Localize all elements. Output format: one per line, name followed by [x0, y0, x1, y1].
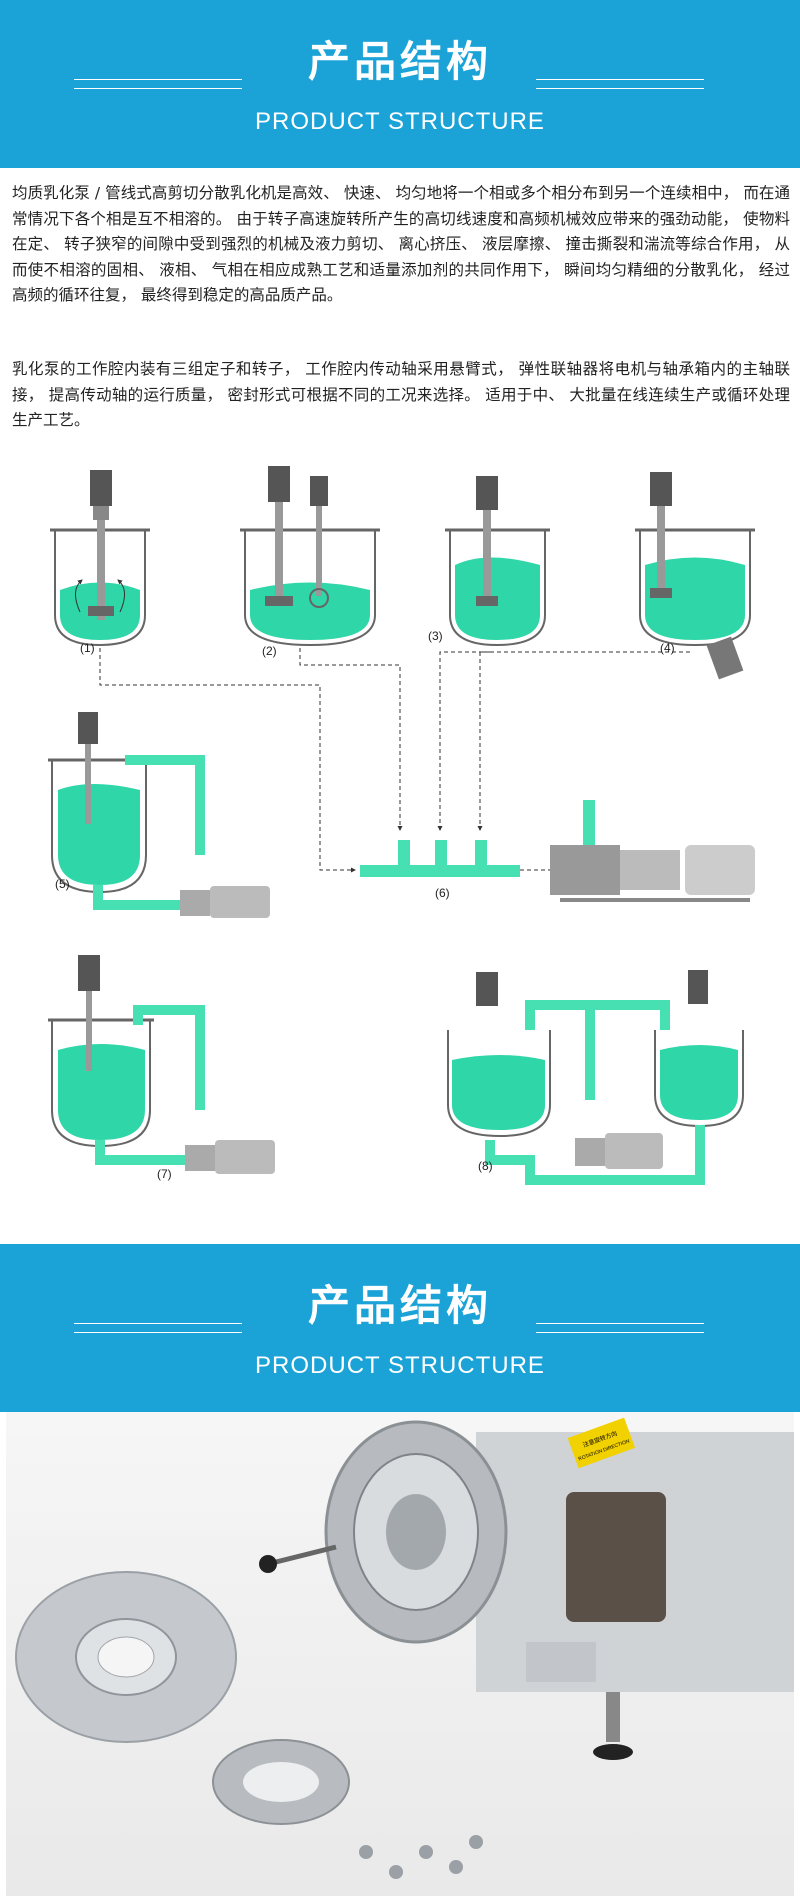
dashed-feed-lines — [99, 648, 690, 873]
banner2-rule-right-1 — [536, 1323, 704, 1324]
label-7: (7) — [157, 1167, 172, 1181]
structure-paragraph: 乳化泵的工作腔内装有三组定子和转子， 工作腔内传动轴采用悬臂式， 弹性联轴器将电… — [12, 360, 790, 429]
label-5: (5) — [55, 877, 70, 891]
banner-rule-left-1 — [74, 79, 242, 80]
banner-title-cn-2: 产品结构 — [307, 1281, 492, 1330]
product-illustration: 注意旋转方向 ROTATION DIRECTION — [15, 1417, 794, 1879]
banner-rule-right-2 — [536, 88, 704, 89]
process-diagram: (1) (2) (3) (4) (5) (6) (7) (8) — [48, 466, 755, 1185]
tank-3 — [445, 476, 550, 647]
intro-paragraph: 均质乳化泵 / 管线式高剪切分散乳化机是高效、 快速、 均匀地将一个相或多个相分… — [12, 184, 790, 304]
product-structure-banner: 产品结构 PRODUCT STRUCTURE — [0, 1244, 800, 1412]
banner-title-en: PRODUCT STRUCTURE — [255, 108, 545, 135]
banner-rule-right-1 — [536, 79, 704, 80]
banner2-rule-left-2 — [74, 1332, 242, 1333]
tank-7 — [48, 955, 275, 1174]
label-6: (6) — [435, 886, 450, 900]
tank-8 — [447, 970, 744, 1185]
label-8: (8) — [478, 1159, 493, 1173]
tank-4 — [635, 472, 755, 680]
product-photo: 注意旋转方向 ROTATION DIRECTION — [6, 1412, 794, 1896]
banner-rule-left-2 — [74, 88, 242, 89]
tank-5 — [48, 712, 270, 918]
banner-title-cn: 产品结构 — [307, 37, 492, 86]
label-4: (4) — [660, 641, 675, 655]
header-banner: 产品结构 PRODUCT STRUCTURE — [0, 0, 800, 168]
label-3: (3) — [428, 629, 443, 643]
banner-title-en-2: PRODUCT STRUCTURE — [255, 1352, 545, 1379]
tank-2 — [240, 466, 380, 647]
banner2-rule-left-1 — [74, 1323, 242, 1324]
inline-manifold — [360, 800, 755, 902]
banner2-rule-right-2 — [536, 1332, 704, 1333]
tank-1 — [50, 470, 150, 647]
label-1: (1) — [80, 641, 95, 655]
label-2: (2) — [262, 644, 277, 658]
